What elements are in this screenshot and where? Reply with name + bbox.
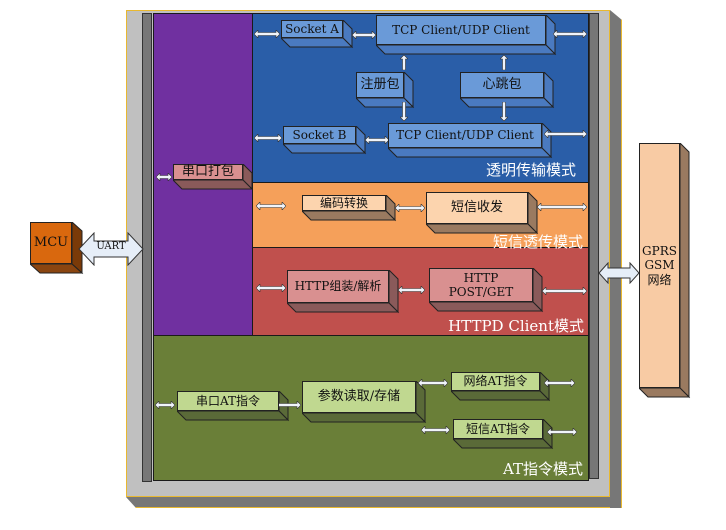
arrow-http-pack-post bbox=[398, 286, 425, 294]
mode-label-transparent: 透明传输模式 bbox=[485, 161, 576, 179]
arrow-sms-at-right bbox=[547, 428, 577, 436]
arrow-tcp-a-right bbox=[553, 30, 587, 38]
left-bus-rail bbox=[142, 13, 152, 482]
arrow-serial-pack-left bbox=[156, 173, 172, 181]
tcp-udp-client-b-block-label: TCP Client/UDP Client bbox=[388, 123, 542, 148]
network-line-gsm: GSM bbox=[644, 258, 675, 273]
arrow-socket-a-tcp bbox=[352, 31, 376, 39]
uart-link-arrow: UART bbox=[78, 231, 144, 267]
heartbeat-packet-block-label: 心跳包 bbox=[460, 72, 544, 98]
arrow-net-at-right bbox=[544, 379, 575, 387]
arrow-http-right bbox=[542, 287, 587, 295]
arrow-socket-b-left bbox=[254, 134, 282, 142]
arrow-socket-b-tcp bbox=[365, 136, 389, 144]
network-link-arrow bbox=[598, 261, 640, 285]
arrow-http-left bbox=[256, 284, 286, 292]
arrow-register-down bbox=[400, 102, 408, 121]
serial-packing-block-label: 串口打包 bbox=[173, 164, 243, 180]
network-line-net: 网络 bbox=[647, 272, 672, 287]
arrow-heartbeat-down bbox=[500, 102, 508, 121]
arrow-tcp-b-right bbox=[544, 130, 587, 138]
arrow-param-net-at bbox=[418, 379, 448, 387]
sms-at-block-label: 短信AT指令 bbox=[453, 419, 543, 439]
network-at-block-label: 网络AT指令 bbox=[451, 372, 540, 391]
uart-label: UART bbox=[96, 241, 126, 252]
right-bus-rail bbox=[589, 13, 599, 479]
module-frame-bottom-edge bbox=[126, 497, 622, 508]
socket-b-block-label: Socket B bbox=[283, 126, 356, 144]
register-packet-block-label: 注册包 bbox=[356, 72, 404, 98]
arrow-at-left bbox=[155, 401, 175, 409]
mode-label-sms: 短信透传模式 bbox=[492, 233, 583, 251]
http-post-get-block-line-1: HTTP bbox=[463, 270, 499, 285]
socket-a-block-label: Socket A bbox=[281, 20, 343, 38]
arrow-register-up bbox=[400, 55, 408, 70]
arrow-heartbeat-up bbox=[500, 55, 508, 70]
mcu-label: MCU bbox=[30, 222, 72, 264]
tcp-udp-client-a-block-label: TCP Client/UDP Client bbox=[376, 15, 546, 45]
arrow-socket-a-left bbox=[254, 30, 280, 38]
http-assemble-parse-block-label: HTTP组装/解析 bbox=[287, 270, 389, 303]
mode-label-http: HTTPD Client模式 bbox=[448, 317, 584, 335]
arrow-sms-right bbox=[537, 203, 587, 211]
arrow-param-sms-at bbox=[421, 426, 450, 434]
serial-at-block-label: 串口AT指令 bbox=[177, 391, 279, 411]
network-line-gprs: GPRS bbox=[642, 243, 677, 258]
http-post-get-block-line-2: POST/GET bbox=[448, 285, 514, 299]
sms-send-receive-block-label: 短信收发 bbox=[426, 192, 528, 224]
arrow-sms-left bbox=[256, 202, 286, 210]
network-label: GPRS GSM 网络 bbox=[639, 143, 680, 388]
mode-label-at: AT指令模式 bbox=[502, 460, 583, 478]
module-frame-right-edge bbox=[610, 10, 622, 508]
arrow-encode-sms bbox=[395, 204, 425, 212]
encode-convert-block-label: 编码转换 bbox=[302, 195, 386, 211]
param-read-store-block-label: 参数读取/存储 bbox=[302, 381, 416, 413]
